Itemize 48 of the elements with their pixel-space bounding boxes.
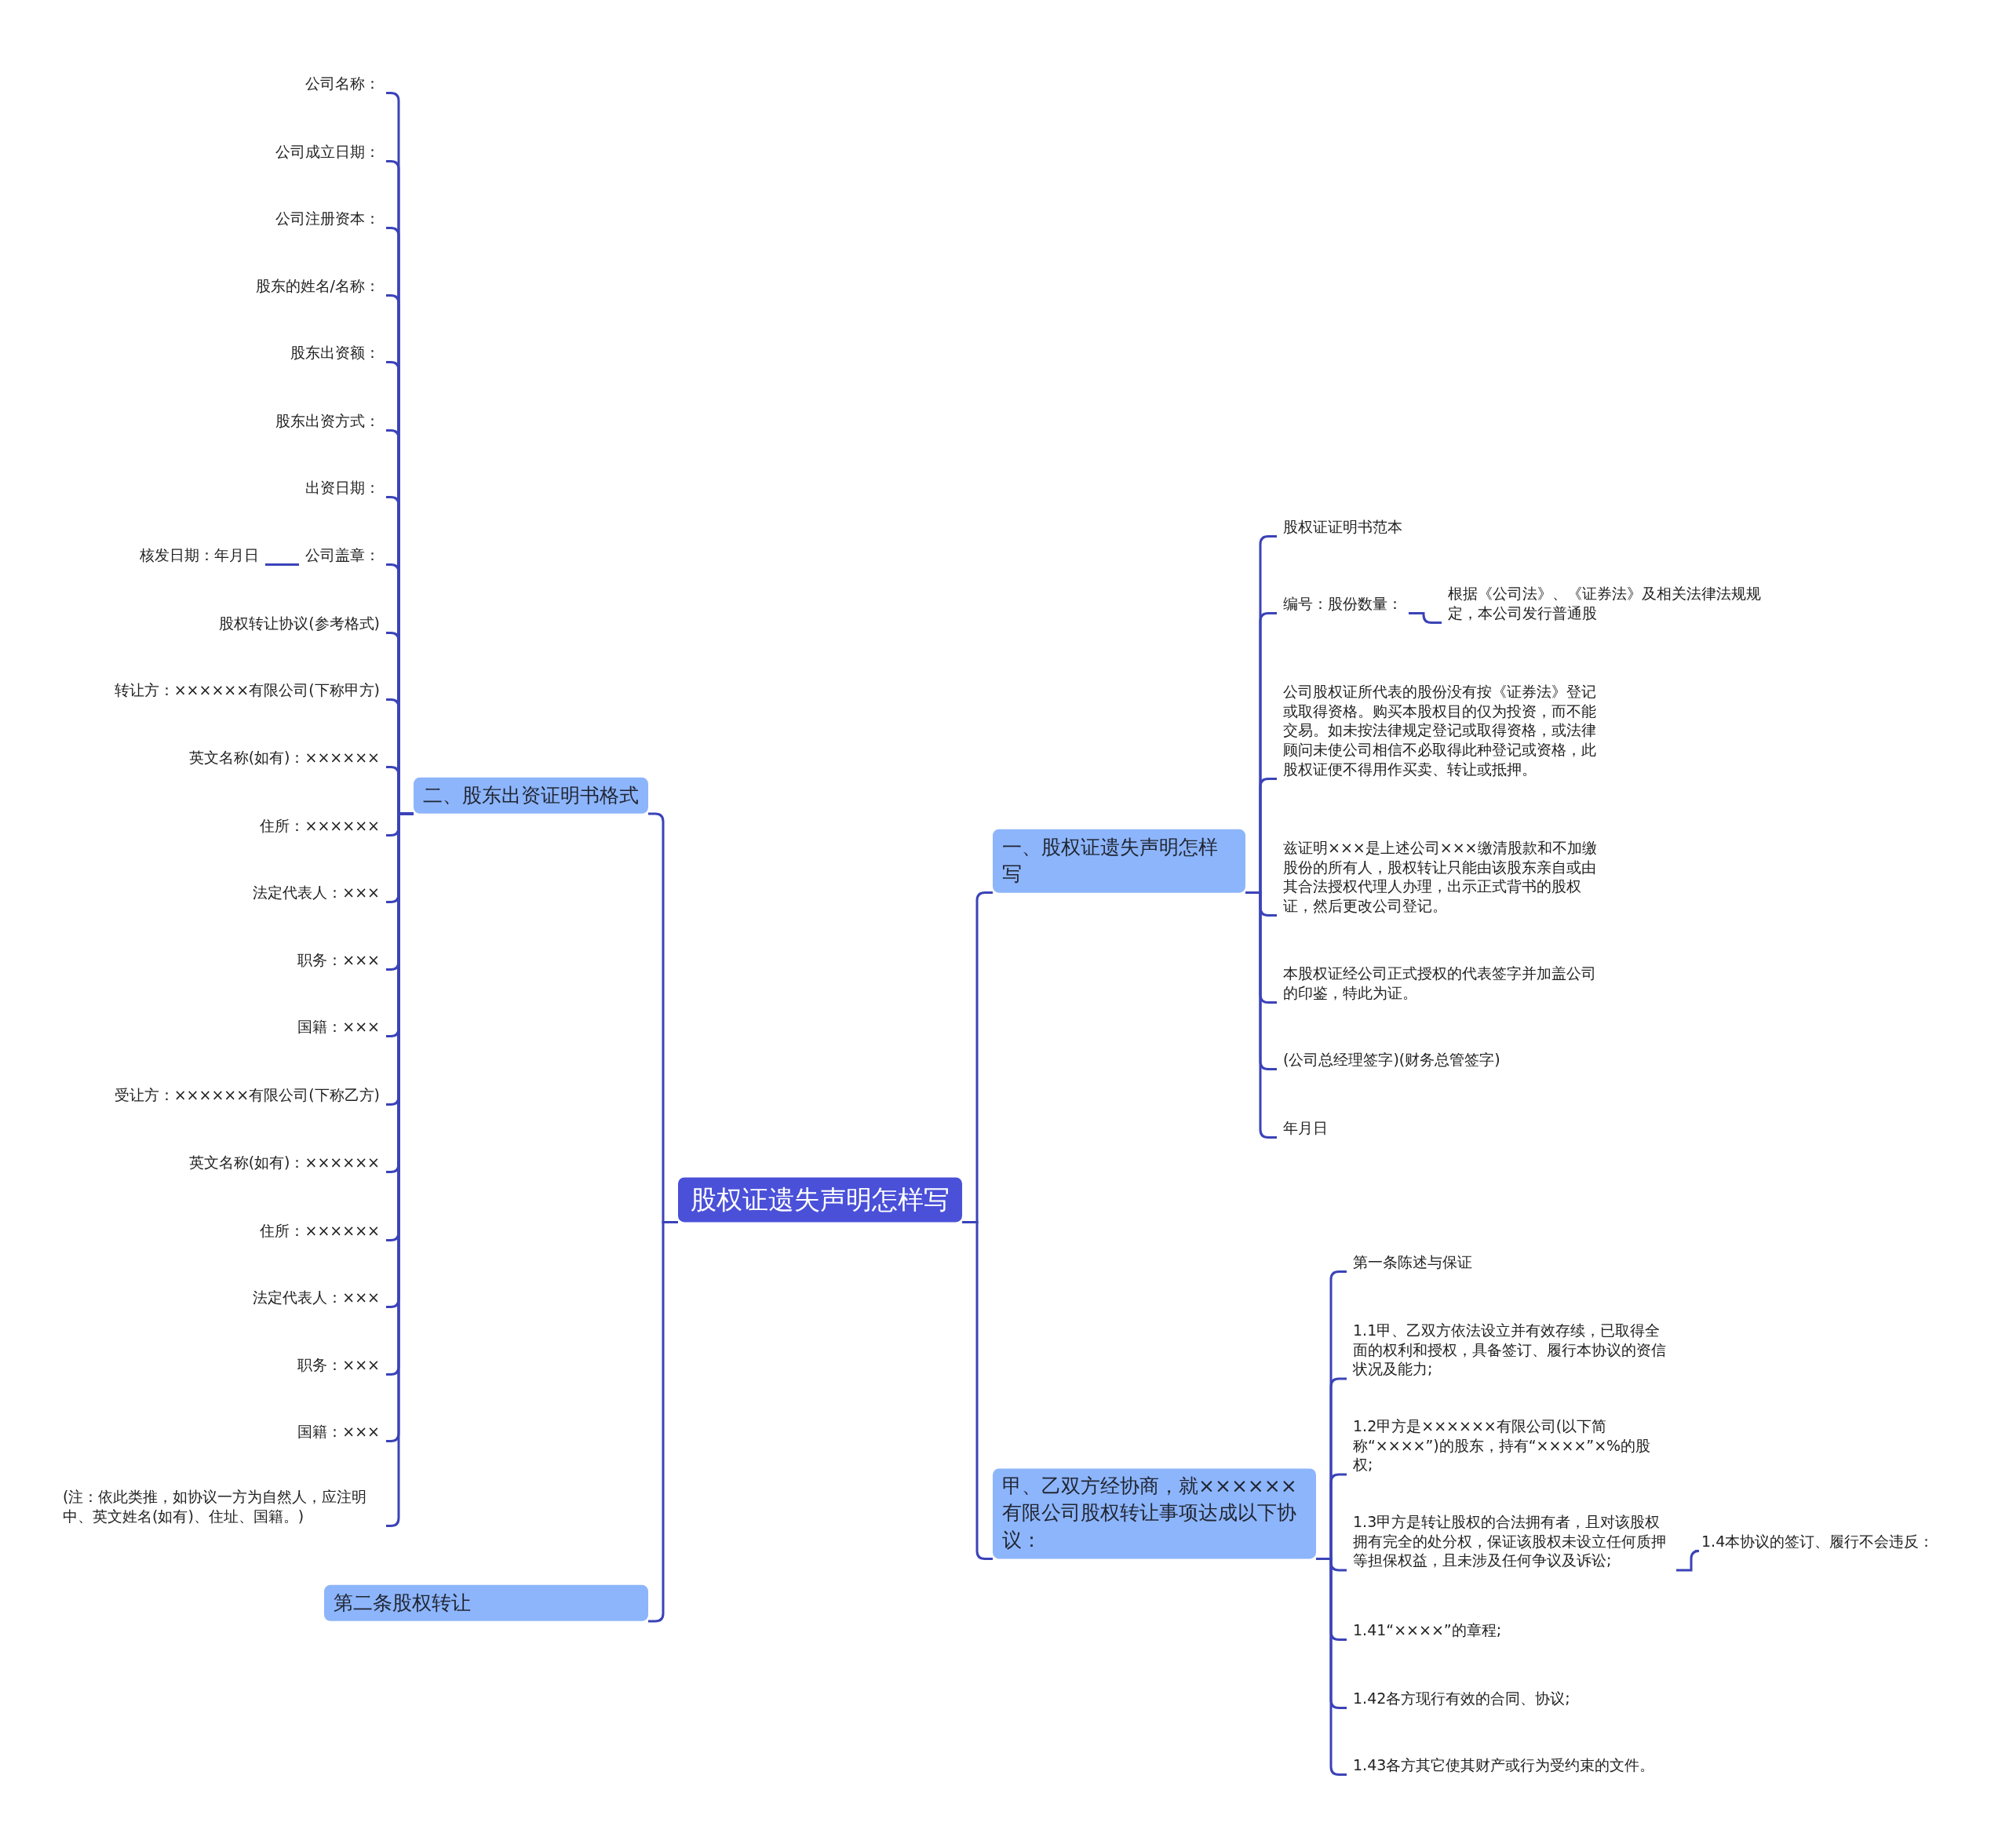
topic-text: 职务：××× xyxy=(291,1354,386,1375)
topic-text: 根据《公司法》、《证券法》及相关法律法规规定，本公司发行普通股 xyxy=(1442,584,1771,623)
central-topic-box: 股权证遗失声明怎样写 xyxy=(678,1177,962,1223)
topic-text: 股东的姓名/名称： xyxy=(249,275,386,296)
topic-text: 法定代表人：××× xyxy=(246,1287,386,1307)
topic-box: 第二条股权转让 xyxy=(324,1584,648,1622)
connector-line xyxy=(1676,1550,1701,1572)
topic-text: 股东出资方式： xyxy=(269,410,386,431)
topic-text: 出资日期： xyxy=(299,477,386,498)
topic-text: 受让方：××××××有限公司(下称乙方) xyxy=(108,1084,386,1105)
topic-text: 国籍：××× xyxy=(291,1421,386,1442)
topic-text: 英文名称(如有)：×××××× xyxy=(182,747,386,767)
topic-text: 公司成立日期： xyxy=(269,141,386,162)
topic-text: 1.2甲方是××××××有限公司(以下简称“××××”)的股东，持有“××××”×%的股权; xyxy=(1347,1416,1676,1475)
topic-text: 1.43各方其它使其财产或行为受约束的文件。 xyxy=(1347,1755,1661,1775)
topic-text: 本股权证经公司正式授权的代表签字并加盖公司的印鉴，特此为证。 xyxy=(1277,964,1606,1003)
topic-text: 法定代表人：××× xyxy=(246,882,386,902)
topic-text: 国籍：××× xyxy=(291,1016,386,1037)
connector-line xyxy=(1409,612,1442,624)
topic-text: 核发日期：年月日 xyxy=(133,545,265,565)
topic-text: 英文名称(如有)：×××××× xyxy=(182,1152,386,1172)
topic-text: (注：依此类推，如协议一方为自然人，应注明中、英文姓名(如有)、住址、国籍。) xyxy=(57,1487,386,1526)
connector-line xyxy=(962,1221,993,1560)
topic-text: 职务：××× xyxy=(291,950,386,970)
topic-box: 二、股东出资证明书格式 xyxy=(414,777,648,815)
topic-text: 股权转让协议(参考格式) xyxy=(213,613,386,633)
topic-text: 1.41“××××”的章程; xyxy=(1347,1620,1508,1640)
topic-text: 1.42各方现行有效的合同、协议; xyxy=(1347,1688,1577,1708)
topic-text: 股东出资额： xyxy=(284,342,386,363)
connector-line xyxy=(265,563,299,566)
topic-text: 住所：×××××× xyxy=(253,815,386,836)
topic-text: 1.1甲、乙双方依法设立并有效存续，已取得全面的权利和授权，具备签订、履行本协议的资信状况及能力; xyxy=(1347,1320,1676,1380)
topic-text: 公司股权证所代表的股份没有按《证券法》登记或取得资格。购买本股权目的仅为投资，而不能交易。如未按法律规定登记或取得资格，或法律顾问未使公司相信不必取得此种登记或资格，此股权证便不得用作买卖、转让或抵押。 xyxy=(1277,682,1606,779)
topic-text: 公司名称： xyxy=(299,73,386,93)
topic-text: (公司总经理签字)(财务总管签字) xyxy=(1277,1049,1507,1070)
topic-text: 公司盖章： xyxy=(299,545,386,565)
topic-text: 编号：股份数量： xyxy=(1277,593,1409,614)
topic-text: 公司注册资本： xyxy=(269,208,386,228)
topic-text: 年月日 xyxy=(1277,1117,1334,1138)
topic-text: 1.4本协议的签订、履行不会违反： xyxy=(1695,1531,1941,1551)
topic-box: 一、股权证遗失声明怎样写 xyxy=(993,829,1245,893)
topic-text: 1.3甲方是转让股权的合法拥有者，且对该股权拥有完全的处分权，保证该股权未设立任何质押等担保权益，且未涉及任何争议及诉讼; xyxy=(1347,1511,1676,1571)
topic-text: 住所：×××××× xyxy=(253,1220,386,1241)
topic-text: 兹证明×××是上述公司×××缴清股款和不加缴股份的所有人，股权转让只能由该股东亲自或由其合法授权代理人办理，出示正式背书的股权证，然后更改公司登记。 xyxy=(1277,837,1606,916)
topic-text: 第一条陈述与保证 xyxy=(1347,1252,1478,1272)
topic-box: 甲、乙双方经协商，就××××××有限公司股权转让事项达成以下协议： xyxy=(993,1468,1316,1559)
topic-text: 股权证证明书范本 xyxy=(1277,516,1409,537)
topic-text: 转让方：××××××有限公司(下称甲方) xyxy=(108,680,386,700)
